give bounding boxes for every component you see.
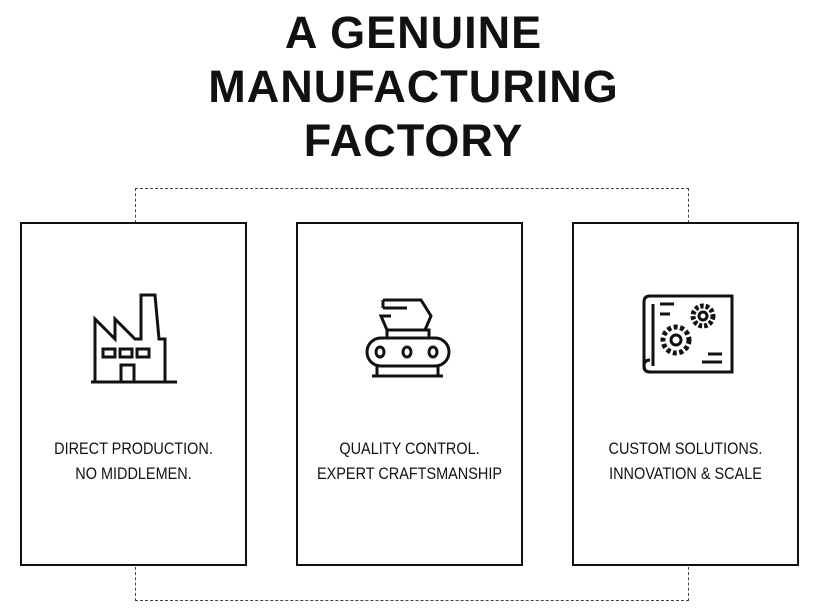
card-quality-control: QUALITY CONTROL. EXPERT CRAFTSMANSHIP [296, 222, 523, 566]
card-label-line: CUSTOM SOLUTIONS. [608, 439, 763, 458]
title-line: A GENUINE [284, 7, 543, 58]
connector-bottom [135, 567, 689, 601]
conveyor-machine-icon [365, 298, 450, 378]
title-line: MANUFACTURING [208, 61, 619, 112]
factory-icon [90, 293, 177, 384]
title-line: FACTORY [303, 115, 524, 166]
card-direct-production: DIRECT PRODUCTION. NO MIDDLEMEN. [20, 222, 247, 566]
card-label-line: QUALITY CONTROL. [339, 439, 480, 458]
blueprint-gears-icon [641, 294, 733, 374]
card-custom-solutions: CUSTOM SOLUTIONS. INNOVATION & SCALE [572, 222, 799, 566]
card-label-line: NO MIDDLEMEN. [75, 464, 192, 483]
card-label-line: EXPERT CRAFTSMANSHIP [317, 464, 502, 483]
card-label-line: INNOVATION & SCALE [609, 464, 762, 483]
connector-top [135, 188, 689, 223]
page-title: A GENUINE MANUFACTURING FACTORY [0, 6, 827, 168]
card-label-line: DIRECT PRODUCTION. [54, 439, 213, 458]
